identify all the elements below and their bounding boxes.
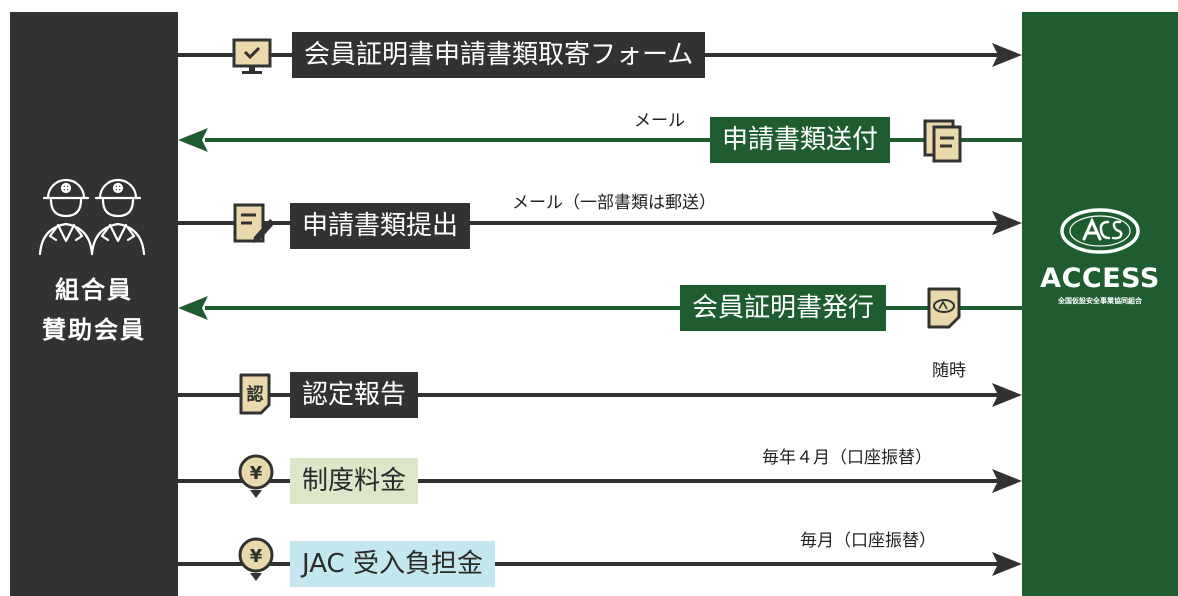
svg-text:¥: ¥ (250, 463, 263, 484)
construction-workers-icon (38, 178, 146, 256)
flow-note-every-month: 毎月（口座振替） (800, 531, 936, 551)
flow-note-anytime: 随時 (932, 361, 966, 381)
arrow-head-2 (178, 128, 208, 152)
access-brand: ACCESS (1040, 263, 1160, 294)
yen-coin-icon: ¥ (238, 454, 274, 498)
flow-label-jac-fee: JAC 受入負担金 (290, 541, 495, 587)
flow-note-every-april: 毎年４月（口座振替） (762, 448, 932, 468)
yen-coin-icon: ¥ (238, 537, 274, 581)
flow-note-mail: メール (634, 111, 685, 131)
member-label-2: 賛助会員 (42, 316, 146, 344)
arrow-head-1 (992, 43, 1022, 67)
arrow-head-4 (178, 296, 208, 320)
flow-label-request-form: 会員証明書申請書類取寄フォーム (292, 32, 706, 78)
flow-label-issue-certificate: 会員証明書発行 (680, 285, 887, 331)
flow-label-send-documents: 申請書類送付 (710, 117, 891, 163)
arrow-head-5 (992, 383, 1022, 407)
flow-label-system-fee: 制度料金 (290, 458, 419, 504)
member-column (10, 12, 178, 596)
arrow-head-7 (992, 552, 1022, 576)
documents-icon (923, 119, 962, 163)
flow-label-certification-report: 認定報告 (290, 372, 419, 418)
approval-stamp-icon: 認 (239, 373, 271, 415)
certificate-icon (927, 287, 961, 329)
form-pen-icon (233, 203, 275, 243)
arrow-head-6 (992, 469, 1022, 493)
arrow-head-3 (992, 211, 1022, 235)
computer-monitor-icon (232, 38, 272, 74)
flow-note-mail-post: メール（一部書類は郵送） (512, 193, 716, 213)
svg-text:¥: ¥ (250, 546, 263, 567)
svg-text:認: 認 (247, 384, 264, 405)
access-column (1022, 12, 1178, 596)
flow-label-submit-documents: 申請書類提出 (290, 203, 471, 249)
access-logo-icon (1060, 208, 1140, 254)
access-org-name: 全国仮設安全事業協同組合 (1058, 297, 1142, 305)
member-label-1: 組合員 (55, 276, 133, 304)
